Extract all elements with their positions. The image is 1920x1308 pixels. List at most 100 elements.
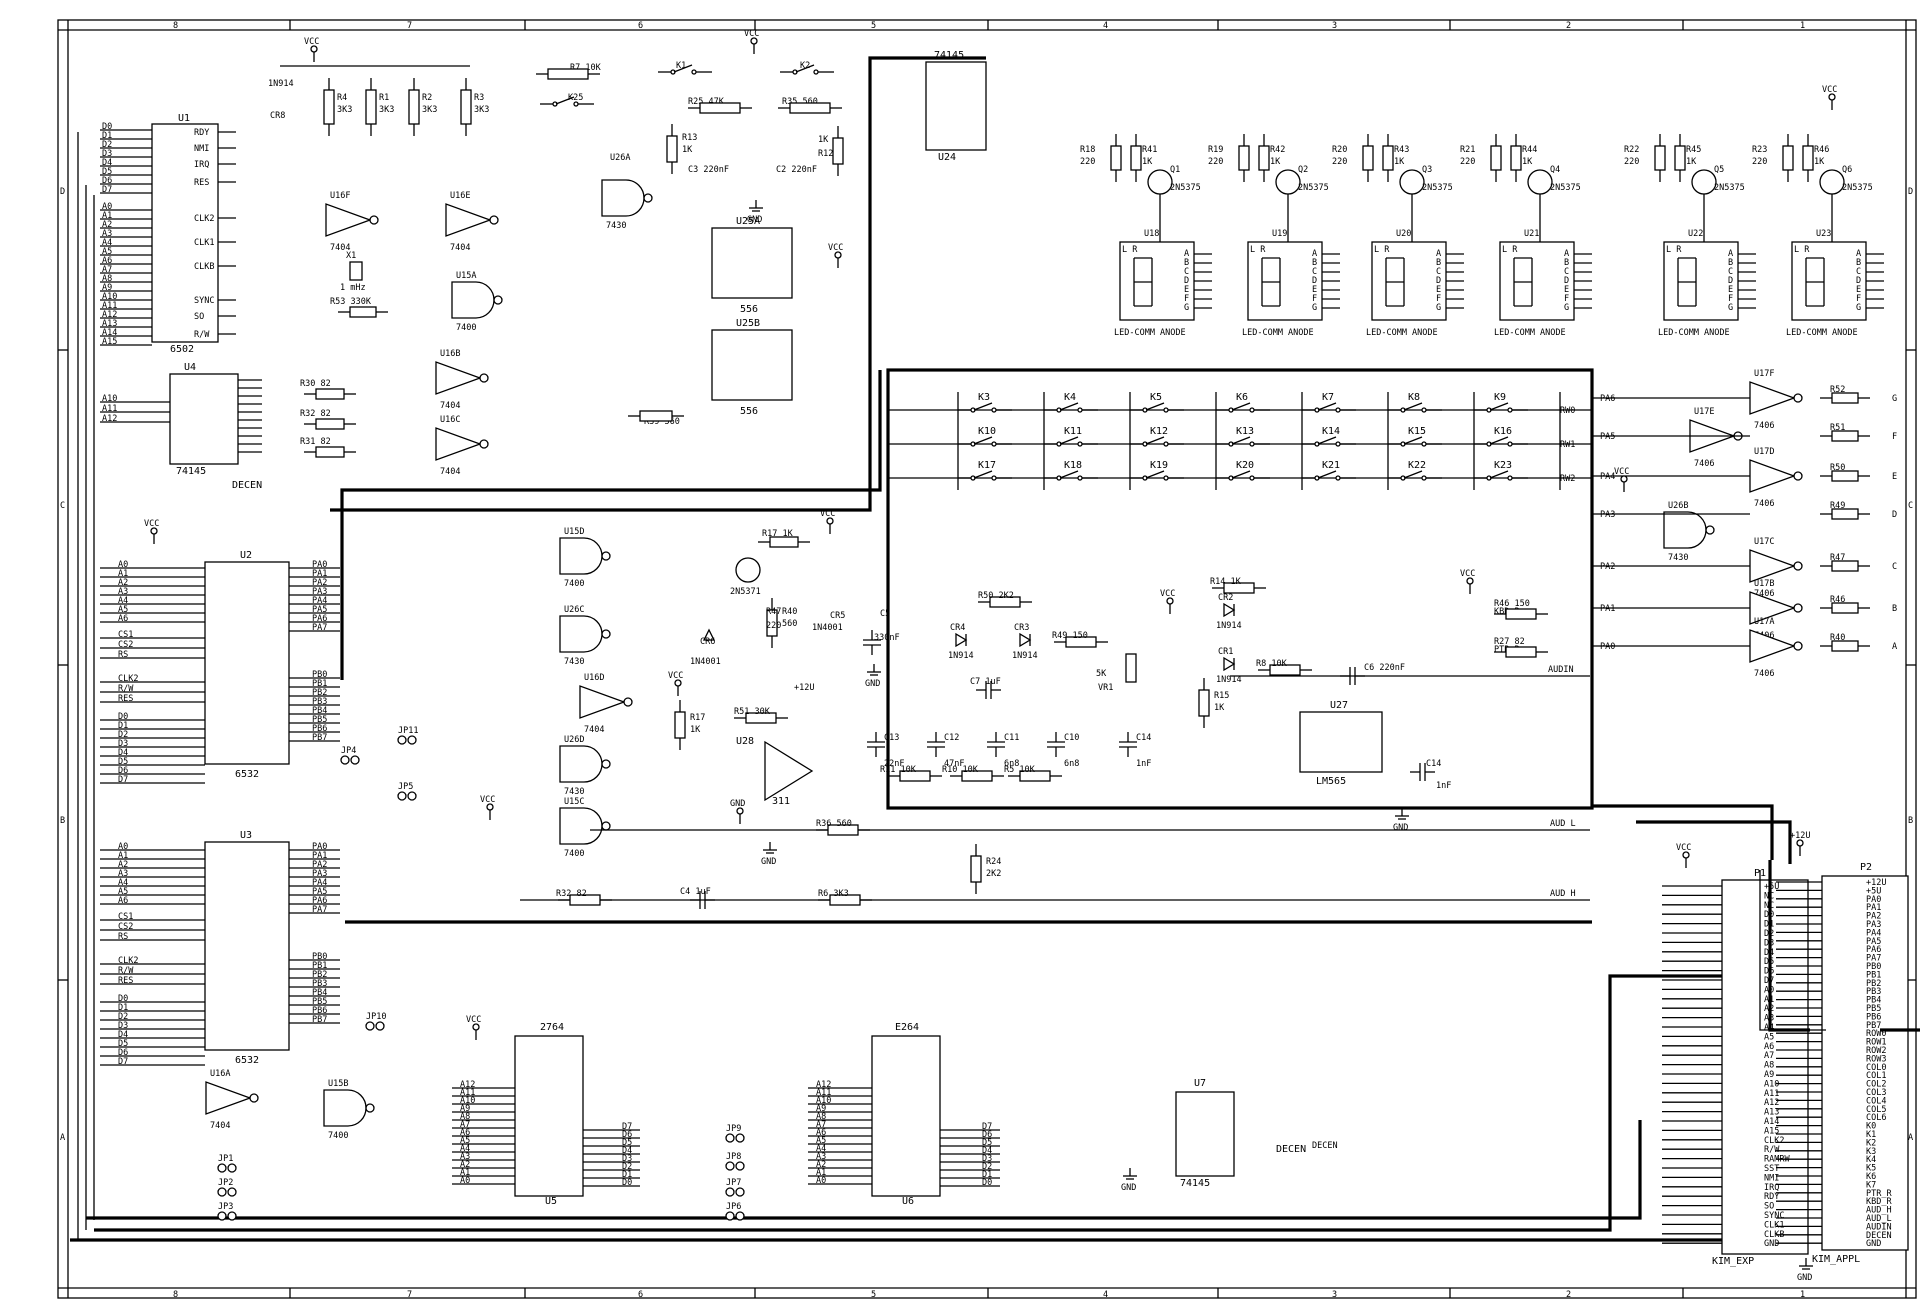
k2-label: K2 xyxy=(800,61,810,71)
diode-value: 1N4001 xyxy=(690,657,721,667)
display-label: LED-COMM ANODE xyxy=(1114,328,1186,338)
wire xyxy=(1403,402,1423,411)
display-body xyxy=(1791,241,1867,321)
p2-pin: PB7 xyxy=(1866,1021,1881,1031)
wire xyxy=(1145,436,1165,445)
key-contact xyxy=(991,441,997,447)
ram-pb: PB3 xyxy=(312,697,327,707)
vcc-node xyxy=(1828,93,1836,101)
u1-pin: D1 xyxy=(102,131,112,141)
u6-addr: A6 xyxy=(816,1128,826,1138)
transistor-type: 2N5375 xyxy=(1422,183,1453,193)
key-label: K16 xyxy=(1494,426,1512,437)
gate-u16d xyxy=(579,685,626,719)
cap-ref: C10 xyxy=(1064,733,1079,743)
ram-a: A2 xyxy=(118,578,128,588)
vcc-label: VCC xyxy=(144,519,159,529)
ram-pb: PB1 xyxy=(312,679,327,689)
driver-r-ref: R47 xyxy=(1830,553,1845,563)
diode-value: 1N914 xyxy=(1012,651,1038,661)
keyboard-bus-box xyxy=(886,368,1594,810)
vcc-node xyxy=(750,37,758,45)
frame-col-bottom: 4 xyxy=(1103,1290,1108,1300)
connector-p1: P1 KIM_EXP +5UNCNCD0D1D2D3D4D5D6D7A0A1A2… xyxy=(1662,868,1809,1267)
ram-d: D6 xyxy=(118,1048,128,1058)
cap-ref: C12 xyxy=(944,733,959,743)
frame-col-top: 8 xyxy=(173,21,178,31)
p2-pin: K6 xyxy=(1866,1172,1876,1182)
frame-row-left: C xyxy=(60,501,65,511)
chip-u1: U1 6502 D0D1D2D3D4D5D6D7A0A1A2A3A4A5A6A7… xyxy=(100,113,236,355)
cap-label: C3 220nF xyxy=(688,165,729,175)
frame-col-top: 6 xyxy=(638,21,643,31)
ram-a: A0 xyxy=(118,560,128,570)
gnd-label: GND xyxy=(747,215,762,225)
key-contact xyxy=(1507,407,1513,413)
chip-u1-type: 6502 xyxy=(170,344,194,355)
vcc-label: VCC xyxy=(668,671,683,681)
ram-d: D4 xyxy=(118,748,128,758)
chip-u2: U2 6532 PA0PA1PA2PA3PA4PA5PA6PA7PB0PB1PB… xyxy=(100,550,340,785)
resistor-body xyxy=(832,137,844,165)
ram-pa: PA4 xyxy=(312,878,327,888)
gate-u26a-bubble xyxy=(643,193,653,203)
vcc-node xyxy=(310,45,318,53)
k1-label: K1 xyxy=(676,61,686,71)
key-contact xyxy=(691,69,697,75)
u5-addr: A8 xyxy=(460,1112,470,1122)
frame-col-top: 4 xyxy=(1103,21,1108,31)
u6-addr: A5 xyxy=(816,1136,826,1146)
u1-port: RDY xyxy=(194,128,209,138)
key-row-label: RW0 xyxy=(1560,406,1575,416)
frame-col-top: 7 xyxy=(407,21,412,31)
display-ref: U20 xyxy=(1396,229,1411,239)
display-seg-pin: B xyxy=(1856,258,1861,268)
key-label: K9 xyxy=(1494,392,1506,403)
u5-data: D0 xyxy=(622,1178,632,1188)
cap-value: 22nF xyxy=(884,759,904,769)
chip-u6: E264 U6 xyxy=(871,1022,941,1207)
ram-a: A1 xyxy=(118,851,128,861)
p2-pin: PA4 xyxy=(1866,928,1881,938)
p2-pin: K4 xyxy=(1866,1155,1876,1165)
wire xyxy=(1145,402,1165,411)
audin-label: AUDIN xyxy=(1548,665,1574,675)
display-seg-pin: E xyxy=(1184,285,1189,295)
ram-d: D7 xyxy=(118,1057,128,1067)
cap-value: 1nF xyxy=(1436,781,1451,791)
res-val: 1K xyxy=(1214,703,1225,713)
display-r-value: 220 xyxy=(1208,157,1223,167)
gate-type: 7430 xyxy=(564,787,584,797)
display-seg-pin: C xyxy=(1856,267,1861,277)
p2-pin: COL1 xyxy=(1866,1071,1886,1081)
crystal-x1 xyxy=(349,261,363,281)
gate-ref: U17E xyxy=(1694,407,1714,417)
u1-port: CLK1 xyxy=(194,238,214,248)
display-seg-pin: A xyxy=(1312,249,1317,259)
display-seg-pin: A xyxy=(1728,249,1733,259)
chip-u3: U3 6532 PA0PA1PA2PA3PA4PA5PA6PA7PB0PB1PB… xyxy=(100,830,340,1067)
wire xyxy=(673,64,693,73)
u1-port: CLK2 xyxy=(194,214,214,224)
gate-u26c-bubble xyxy=(601,629,611,639)
p2-pin: K5 xyxy=(1866,1164,1876,1174)
vcc-node xyxy=(826,517,834,525)
jumper-jp8-b xyxy=(735,1161,745,1171)
u1-pin: A11 xyxy=(102,301,117,311)
ram-pb: PB5 xyxy=(312,715,327,725)
r53-label: R53 330K xyxy=(330,297,372,307)
p2-pin: COL2 xyxy=(1866,1080,1886,1090)
u6-addr: A8 xyxy=(816,1112,826,1122)
driver-r-ref: R50 xyxy=(1830,463,1845,473)
cap-label: C7 1uF xyxy=(970,677,1001,687)
chip-u24-ref: U24 xyxy=(938,152,956,163)
display-r-ref: R20 xyxy=(1332,145,1347,155)
u1-pin: A15 xyxy=(102,337,117,347)
key-contact xyxy=(991,475,997,481)
cap-ref: C5 xyxy=(880,609,890,619)
key-label: K4 xyxy=(1064,392,1076,403)
p2-pin: ROW0 xyxy=(1866,1029,1886,1039)
key-contact xyxy=(573,101,579,107)
chip-u5-ref: U5 xyxy=(545,1196,557,1207)
p2-pin: PB1 xyxy=(1866,970,1881,980)
